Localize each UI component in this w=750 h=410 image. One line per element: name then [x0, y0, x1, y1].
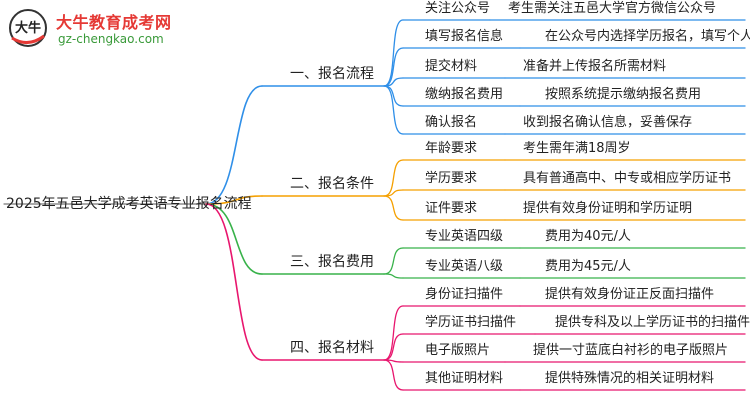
- leaf-label: 电子版照片: [425, 343, 491, 358]
- leaf-connector: [383, 159, 404, 197]
- leaf-description: 按照系统提示缴纳报名费用: [545, 87, 702, 102]
- leaf-description: 费用为45元/人: [545, 259, 631, 274]
- branch-label: 一、报名流程: [290, 66, 374, 82]
- leaf-connector: [383, 195, 404, 221]
- logo-title: 大牛教育成考网: [56, 13, 172, 32]
- leaf-label: 专业英语八级: [425, 259, 504, 274]
- leaf-connector: [383, 273, 404, 279]
- leaf-description: 费用为40元/人: [545, 229, 631, 244]
- leaf-description: 提供有效身份证明和学历证明: [523, 201, 693, 216]
- leaf-connector: [383, 47, 404, 87]
- leaf-description: 具有普通高中、中专或相应学历证书: [523, 171, 732, 186]
- leaf-description: 准备并上传报名所需材料: [523, 59, 667, 74]
- leaf-label: 学历要求: [425, 171, 478, 186]
- branch-connector: [205, 203, 263, 275]
- leaf-label: 年龄要求: [425, 141, 478, 156]
- leaf-connector: [383, 333, 404, 361]
- leaf-label: 专业英语四级: [425, 229, 504, 244]
- leaf-description: 提供有效身份证正反面扫描件: [545, 287, 715, 302]
- leaf-label: 确认报名: [425, 115, 478, 130]
- branch-label: 二、报名条件: [290, 176, 374, 192]
- leaf-label: 缴纳报名费用: [425, 87, 504, 102]
- leaf-connector: [383, 85, 404, 107]
- leaf-connector: [383, 19, 404, 87]
- site-logo[interactable]: 大牛 大牛教育成考网 gz-chengkao.com: [4, 4, 174, 52]
- leaf-description: 提供一寸蓝底白衬衫的电子版照片: [533, 343, 729, 358]
- leaf-label: 填写报名信息: [425, 29, 504, 44]
- leaf-description: 提供特殊情况的相关证明材料: [545, 371, 715, 386]
- leaf-connector: [383, 359, 404, 391]
- branch-connector: [205, 195, 263, 205]
- leaf-label: 其他证明材料: [425, 371, 504, 386]
- logo-mark-icon: 大牛: [9, 9, 47, 47]
- leaf-connector: [383, 305, 404, 361]
- logo-url: gz-chengkao.com: [58, 32, 164, 46]
- branch-connector: [205, 85, 263, 205]
- leaf-connector: [383, 85, 404, 135]
- leaf-description: 考生需关注五邑大学官方微信公众号: [508, 1, 717, 16]
- leaf-label: 学历证书扫描件: [425, 315, 517, 330]
- logo-mark-text: 大牛: [15, 20, 41, 36]
- leaf-label: 身份证扫描件: [425, 287, 504, 302]
- leaf-label: 提交材料: [425, 59, 478, 74]
- leaf-description: 考生需年满18周岁: [523, 141, 631, 156]
- leaf-description: 在公众号内选择学历报名，填写个人信息: [545, 29, 750, 44]
- leaf-description: 收到报名确认信息，妥善保存: [523, 115, 693, 130]
- leaf-connector: [383, 247, 404, 275]
- branch-label: 三、报名费用: [290, 254, 374, 270]
- leaf-description: 提供专科及以上学历证书的扫描件: [555, 315, 750, 330]
- branch-label: 四、报名材料: [290, 340, 374, 356]
- root-topic: 2025年五邑大学成考英语专业报名流程: [6, 196, 252, 212]
- leaf-label: 证件要求: [425, 201, 478, 216]
- leaf-label: 关注公众号: [425, 1, 491, 16]
- branch-connector: [205, 203, 263, 361]
